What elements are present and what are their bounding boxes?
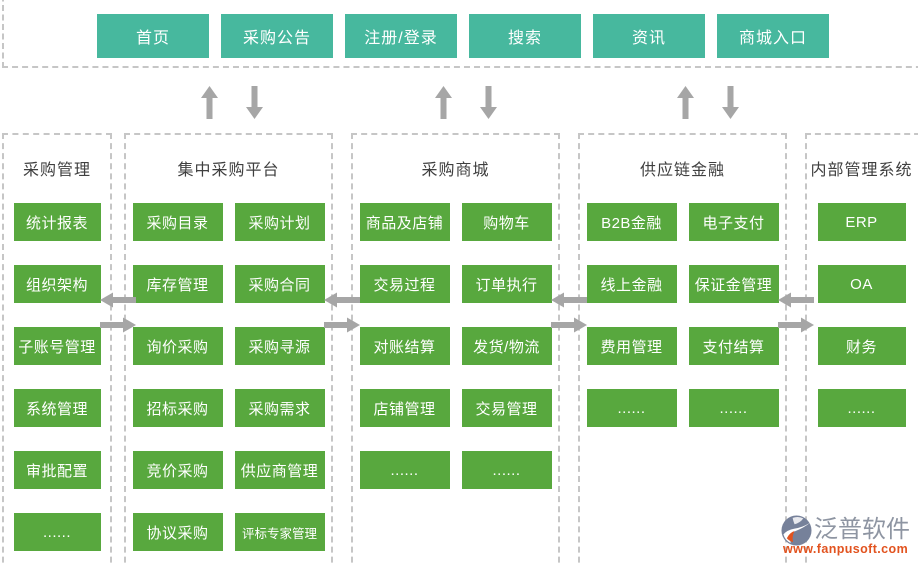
module-block: 采购寻源: [234, 327, 325, 365]
column-internal-management-system: 内部管理系统 ERP OA 财务 ......: [805, 133, 918, 565]
module-block: 支付结算: [688, 327, 779, 365]
module-block: 交易过程: [359, 265, 450, 303]
left-arrow-icon: [551, 292, 587, 308]
right-arrow-icon: [551, 317, 587, 333]
left-arrow-icon: [324, 292, 360, 308]
nav-button-news[interactable]: 资讯: [593, 14, 705, 58]
exchange-arrows: [100, 292, 136, 333]
column-title: 集中采购平台: [177, 162, 280, 179]
module-block: 交易管理: [461, 389, 552, 427]
nav-button-register-login[interactable]: 注册/登录: [345, 14, 457, 58]
top-nav-frame: [2, 0, 918, 68]
column-central-procurement-platform: 集中采购平台 采购目录 采购计划 库存管理 采购合同 询价采购 采购寻源 招标采…: [124, 133, 333, 565]
right-arrow-icon: [324, 317, 360, 333]
down-arrow-icon: [722, 86, 739, 119]
module-block: 招标采购: [132, 389, 223, 427]
module-block: 保证金管理: [688, 265, 779, 303]
nav-button-home[interactable]: 首页: [97, 14, 209, 58]
up-arrow-icon: [435, 86, 452, 119]
logo-website-link[interactable]: www.fanpusoft.com: [783, 542, 909, 556]
module-block: 发货/物流: [461, 327, 552, 365]
exchange-arrows: [551, 292, 587, 333]
left-arrow-icon: [100, 292, 136, 308]
module-block-more: ......: [688, 389, 779, 427]
module-block: 协议采购: [132, 513, 223, 551]
module-block: 对账结算: [359, 327, 450, 365]
nav-button-procurement-notice[interactable]: 采购公告: [221, 14, 333, 58]
module-block: 商品及店铺: [359, 203, 450, 241]
module-block: 库存管理: [132, 265, 223, 303]
column-supply-chain-finance: 供应链金融 B2B金融 电子支付 线上金融 保证金管理 费用管理 支付结算 ..…: [578, 133, 787, 565]
module-block: 线上金融: [586, 265, 677, 303]
right-arrow-icon: [778, 317, 814, 333]
exchange-arrows: [324, 292, 360, 333]
column-title: 采购管理: [22, 162, 91, 179]
down-arrow-icon: [246, 86, 263, 119]
down-arrow-icon: [480, 86, 497, 119]
column-title: 采购商城: [421, 162, 490, 179]
module-block: 统计报表: [13, 203, 101, 241]
module-block: 系统管理: [13, 389, 101, 427]
module-block: 评标专家管理: [234, 513, 325, 551]
module-block-more: ......: [359, 451, 450, 489]
module-block: 店铺管理: [359, 389, 450, 427]
module-block: 竞价采购: [132, 451, 223, 489]
left-arrow-icon: [778, 292, 814, 308]
column-procurement-mall: 采购商城 商品及店铺 购物车 交易过程 订单执行 对账结算 发货/物流 店铺管理…: [351, 133, 560, 565]
nav-button-search[interactable]: 搜索: [469, 14, 581, 58]
module-block: 审批配置: [13, 451, 101, 489]
module-block: 询价采购: [132, 327, 223, 365]
module-block-more: ......: [461, 451, 552, 489]
column-procurement-management: 采购管理 统计报表 组织架构 子账号管理 系统管理 审批配置 ......: [2, 133, 112, 565]
module-block: 采购计划: [234, 203, 325, 241]
exchange-arrows: [778, 292, 814, 333]
right-arrow-icon: [100, 317, 136, 333]
column-title: 内部管理系统: [810, 162, 913, 179]
module-block: 电子支付: [688, 203, 779, 241]
module-block: 购物车: [461, 203, 552, 241]
module-block: 采购合同: [234, 265, 325, 303]
module-block: 子账号管理: [13, 327, 101, 365]
module-block: 供应商管理: [234, 451, 325, 489]
module-block: 财务: [817, 327, 906, 365]
module-block: 采购目录: [132, 203, 223, 241]
up-arrow-icon: [201, 86, 218, 119]
module-block: ERP: [817, 203, 906, 241]
module-block-more: ......: [586, 389, 677, 427]
module-block: 订单执行: [461, 265, 552, 303]
up-arrow-icon: [677, 86, 694, 119]
module-block: B2B金融: [586, 203, 677, 241]
module-block: OA: [817, 265, 906, 303]
module-block-more: ......: [13, 513, 101, 551]
module-block-more: ......: [817, 389, 906, 427]
module-block: 费用管理: [586, 327, 677, 365]
fanpu-logo-icon: [781, 514, 812, 546]
logo-company-name: 泛普软件: [814, 516, 910, 543]
column-title: 供应链金融: [639, 162, 725, 179]
module-block: 组织架构: [13, 265, 101, 303]
fanpu-logo: 泛普软件: [781, 514, 910, 546]
module-block: 采购需求: [234, 389, 325, 427]
nav-button-mall-entry[interactable]: 商城入口: [717, 14, 829, 58]
